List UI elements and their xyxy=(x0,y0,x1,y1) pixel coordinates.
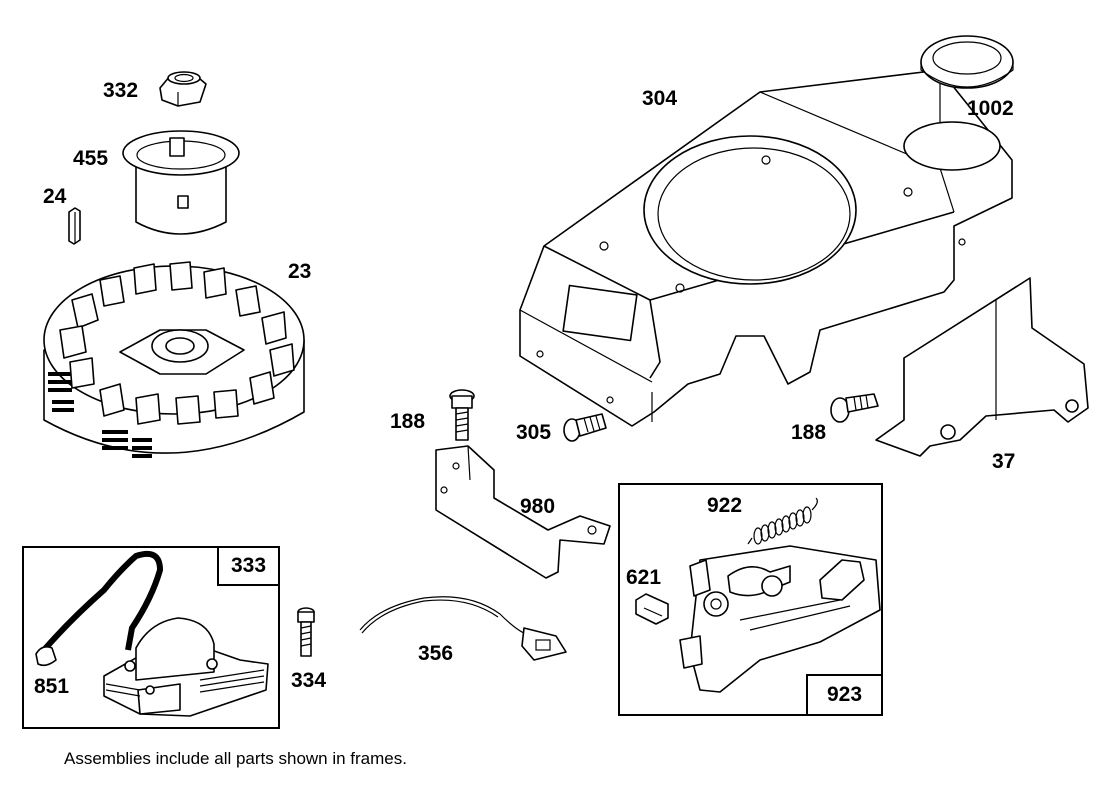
label-356: 356 xyxy=(418,642,454,665)
label-23: 23 xyxy=(288,260,312,283)
label-621: 621 xyxy=(626,566,662,589)
part-305-screw xyxy=(563,413,607,442)
footnote: Assemblies include all parts shown in fr… xyxy=(64,749,407,768)
part-334-bolt xyxy=(297,607,315,657)
label-922: 922 xyxy=(707,494,743,517)
label-851: 851 xyxy=(34,675,70,698)
assembly-frame-923 xyxy=(618,483,883,716)
label-188-right: 188 xyxy=(791,421,827,444)
part-356-wire xyxy=(359,596,567,661)
label-980: 980 xyxy=(520,495,556,518)
part-332-hex-nut xyxy=(159,71,207,107)
label-1002: 1002 xyxy=(967,97,1014,120)
label-304: 304 xyxy=(642,87,678,110)
part-188-screw-left xyxy=(449,389,475,441)
label-334: 334 xyxy=(291,669,327,692)
label-455: 455 xyxy=(73,147,109,170)
part-1002-grommet xyxy=(920,35,1014,89)
assembly-frame-333 xyxy=(22,546,280,729)
assembly-tag-333: 333 xyxy=(217,548,278,586)
label-37: 37 xyxy=(992,450,1016,473)
part-37-bracket xyxy=(875,277,1089,457)
part-333-armature xyxy=(35,550,269,717)
label-305: 305 xyxy=(516,421,552,444)
part-922-spring xyxy=(747,497,818,545)
part-304-blower-housing xyxy=(519,69,1013,427)
label-24: 24 xyxy=(43,185,67,208)
part-24-key xyxy=(68,207,81,245)
assembly-tag-923: 923 xyxy=(806,674,881,714)
label-188-left: 188 xyxy=(390,410,426,433)
part-980-bracket xyxy=(435,445,611,579)
part-923-control-assembly xyxy=(679,545,881,693)
part-455-starter-cup xyxy=(122,130,240,235)
label-332: 332 xyxy=(103,79,139,102)
part-23-flywheel xyxy=(43,261,305,458)
part-188-screw-right xyxy=(830,393,879,423)
part-621-clip xyxy=(635,593,669,625)
